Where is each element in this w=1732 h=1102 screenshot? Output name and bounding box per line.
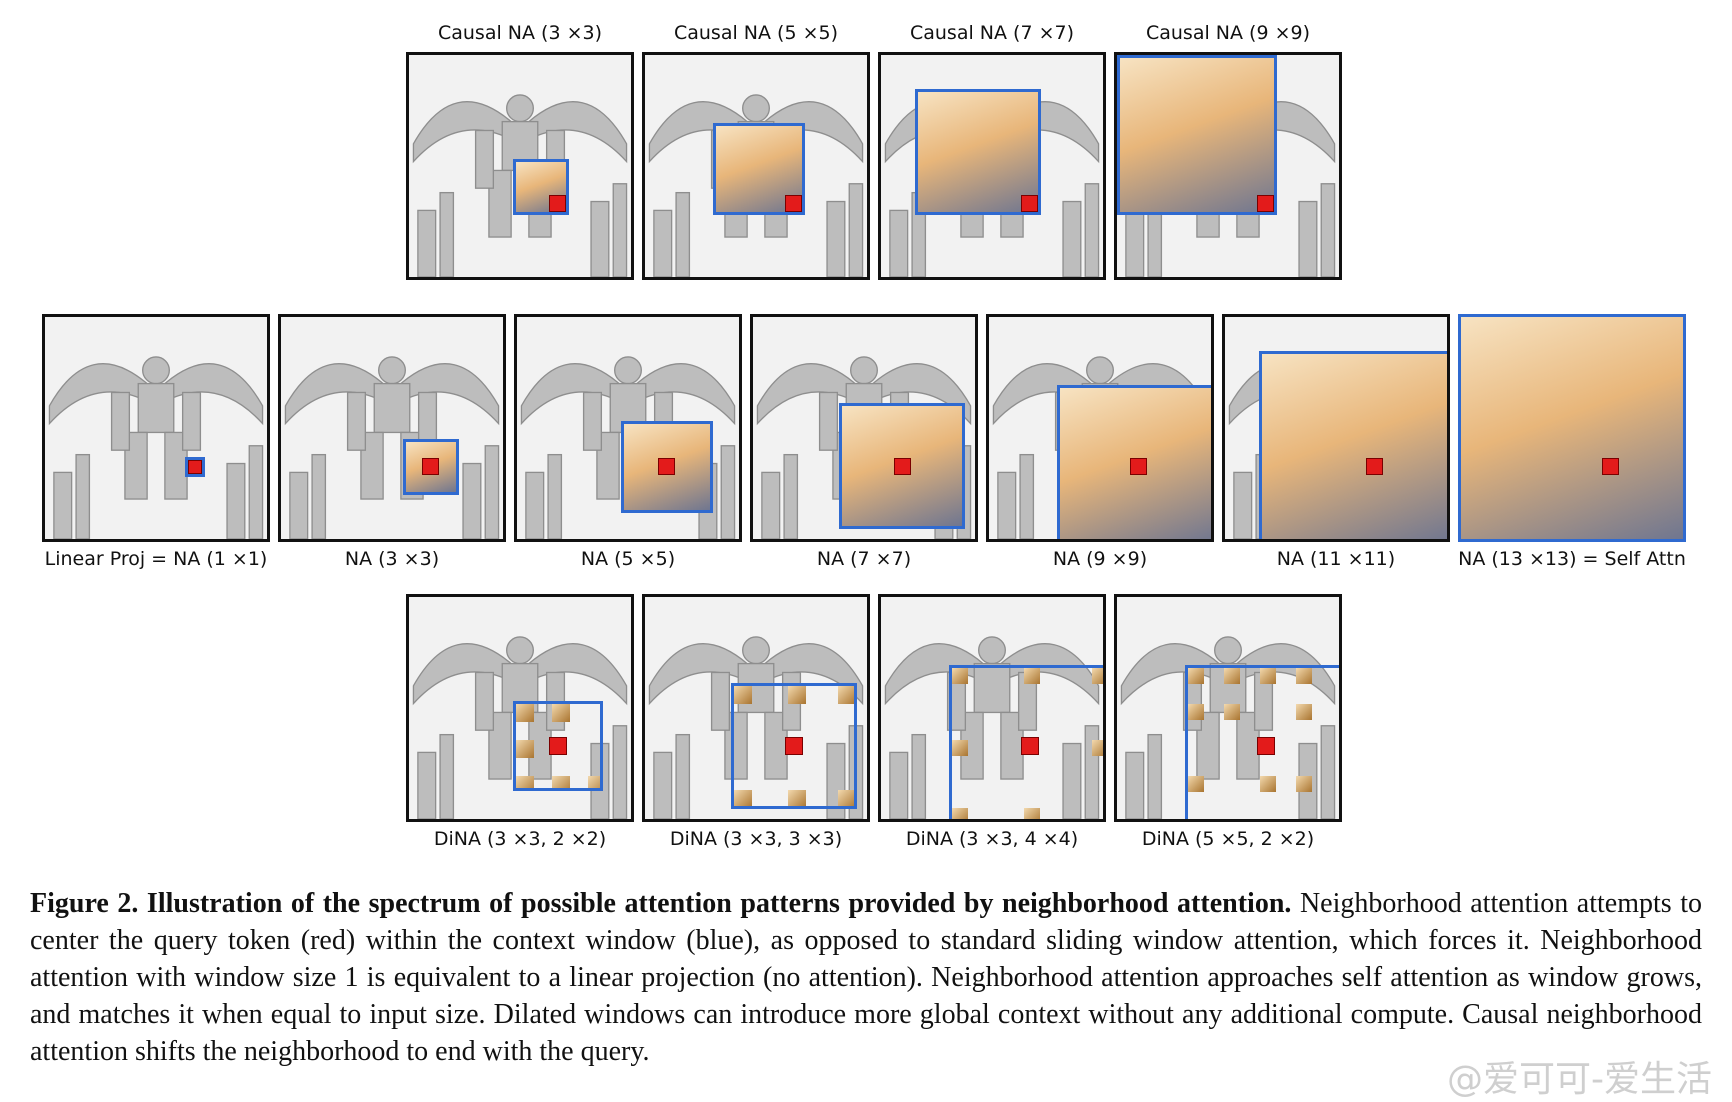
context-cell (1024, 808, 1040, 819)
attention-tile-causal (406, 52, 634, 280)
context-cell (1296, 776, 1312, 792)
tile-label: NA (13 ×13) = Self Attn (1458, 548, 1686, 570)
context-cell (1296, 668, 1312, 684)
context-cell (1092, 668, 1103, 684)
caption-title: Figure 2. Illustration of the spectrum o… (30, 888, 1292, 919)
attention-tile-na (750, 314, 978, 542)
figure-caption: Figure 2. Illustration of the spectrum o… (30, 885, 1702, 1070)
attention-tile-dina (1114, 594, 1342, 822)
robot-eagle-illustration (1120, 636, 1336, 819)
attention-tile-dina (642, 594, 870, 822)
context-cell (588, 776, 600, 788)
tile-label: DiNA (3 ×3, 3 ×3) (669, 828, 843, 850)
attention-tile-causal (878, 52, 1106, 280)
query-token (422, 458, 439, 475)
context-cell (952, 740, 968, 756)
context-cell (788, 790, 806, 806)
query-token (549, 737, 567, 755)
query-token (894, 458, 911, 475)
context-cell (734, 686, 752, 704)
attention-tile-na (514, 314, 742, 542)
robot-eagle-illustration (284, 356, 500, 539)
context-window (1185, 665, 1339, 819)
attention-tile-na (42, 314, 270, 542)
caption-body: Neighborhood attention attempts to cente… (30, 888, 1702, 1067)
context-cell (1260, 776, 1276, 792)
context-cell (838, 790, 854, 806)
context-window (915, 89, 1041, 215)
context-cell (516, 704, 534, 722)
context-cell (1224, 704, 1240, 720)
context-cell (952, 668, 968, 684)
tile-label: Causal NA (7 ×7) (909, 22, 1075, 44)
context-window (1117, 55, 1277, 215)
context-cell (1188, 776, 1204, 792)
tile-label: Causal NA (5 ×5) (673, 22, 839, 44)
tile-label: Linear Proj = NA (1 ×1) (44, 548, 268, 570)
tile-label: DiNA (5 ×5, 2 ×2) (1141, 828, 1315, 850)
context-window (731, 683, 857, 809)
context-window (1259, 351, 1447, 539)
query-token (1021, 737, 1039, 755)
context-window (513, 701, 603, 791)
context-cell (1224, 668, 1240, 684)
context-cell (838, 686, 854, 704)
query-token (549, 195, 566, 212)
context-cell (552, 704, 570, 722)
attention-tile-na (986, 314, 1214, 542)
tile-label: Causal NA (3 ×3) (437, 22, 603, 44)
context-window (949, 665, 1103, 819)
attention-tile-na (1222, 314, 1450, 542)
context-cell (734, 790, 752, 806)
context-cell (1296, 704, 1312, 720)
query-token (1021, 195, 1038, 212)
attention-tile-na (1458, 314, 1686, 542)
query-token (658, 458, 675, 475)
context-cell (552, 776, 570, 788)
query-token (785, 195, 802, 212)
context-cell (516, 776, 534, 788)
attention-tile-causal (1114, 52, 1342, 280)
query-token (1602, 458, 1619, 475)
attention-tile-dina (878, 594, 1106, 822)
watermark: @爱可可-爱生活 (1447, 1059, 1712, 1100)
attention-tile-dina (406, 594, 634, 822)
context-cell (1188, 668, 1204, 684)
tile-label: DiNA (3 ×3, 4 ×4) (905, 828, 1079, 850)
tile-label: DiNA (3 ×3, 2 ×2) (433, 828, 607, 850)
query-token (1366, 458, 1383, 475)
query-token (188, 460, 202, 474)
context-cell (1260, 668, 1276, 684)
tile-label: NA (5 ×5) (580, 548, 676, 570)
tile-label: NA (7 ×7) (816, 548, 912, 570)
query-token (785, 737, 803, 755)
tile-label: Causal NA (9 ×9) (1145, 22, 1311, 44)
context-cell (1188, 704, 1204, 720)
context-cell (516, 740, 534, 758)
attention-tile-na (278, 314, 506, 542)
tile-label: NA (11 ×11) (1276, 548, 1396, 570)
context-window (1461, 317, 1683, 539)
robot-eagle-illustration (884, 636, 1100, 819)
query-token (1257, 737, 1275, 755)
attention-tile-causal (642, 52, 870, 280)
context-cell (1092, 740, 1103, 756)
tile-label: NA (3 ×3) (344, 548, 440, 570)
robot-eagle-illustration (48, 356, 264, 539)
context-cell (952, 808, 968, 819)
query-token (1257, 195, 1274, 212)
query-token (1130, 458, 1147, 475)
tile-label: NA (9 ×9) (1052, 548, 1148, 570)
context-cell (1024, 668, 1040, 684)
context-cell (788, 686, 806, 704)
